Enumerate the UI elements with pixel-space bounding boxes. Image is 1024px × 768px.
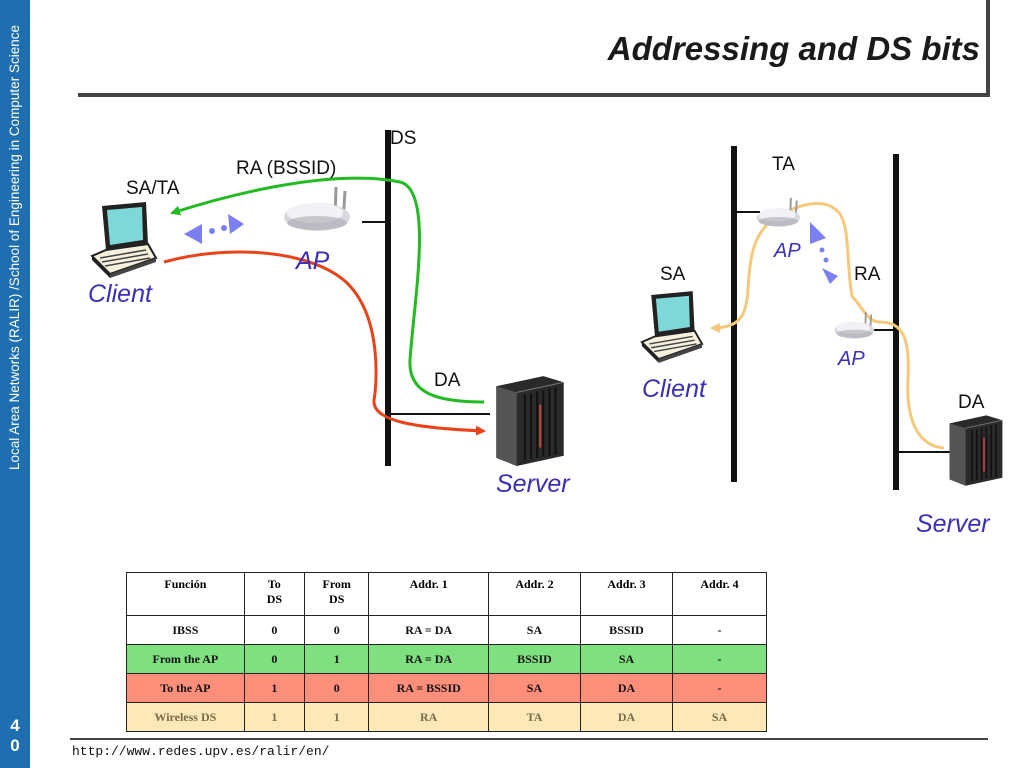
laptop-icon: [91, 201, 157, 279]
table-cell: 1: [303, 702, 370, 732]
table-cell: DA: [579, 673, 674, 703]
table-cell: 0: [303, 615, 370, 645]
table-header-cell: Función: [126, 572, 245, 616]
access-point-icon: [756, 196, 802, 228]
table-cell: 0: [243, 644, 306, 674]
table-header-cell: Addr. 2: [487, 572, 581, 616]
server-icon: [948, 414, 1004, 486]
wireless-link-icon: [184, 214, 244, 244]
table-header-cell: Addr. 1: [368, 572, 489, 616]
table-cell: -: [672, 673, 767, 703]
table-cell: RA = DA: [368, 644, 489, 674]
footer-rule: [70, 738, 988, 740]
red-frame-path: [163, 250, 486, 436]
laptop-icon: [640, 290, 704, 364]
table-cell: SA: [487, 615, 581, 645]
table-row: Wireless DS 1 1 RA TA DA SA: [126, 702, 767, 732]
table-row: To the AP 1 0 RA = BSSID SA DA -: [126, 673, 767, 703]
table-cell: RA: [368, 702, 489, 732]
table-cell: To the AP: [126, 673, 245, 703]
table-cell: From the AP: [126, 644, 245, 674]
page-number-line-2: 0: [10, 736, 20, 755]
ra-bssid-label: RA (BSSID): [236, 158, 337, 179]
table-cell: TA: [487, 702, 581, 732]
client-label: Client: [88, 280, 152, 308]
table-cell: 1: [243, 702, 306, 732]
page-number: 4 0: [0, 716, 30, 756]
da-label: DA: [958, 392, 985, 413]
slide-title: Addressing and DS bits: [607, 30, 980, 67]
server-label: Server: [916, 510, 990, 538]
table-cell: IBSS: [126, 615, 245, 645]
table-cell: -: [672, 615, 767, 645]
table-cell: -: [672, 644, 767, 674]
server-icon: [495, 375, 565, 466]
ap-label: AP: [296, 247, 330, 275]
tan-frame-path: [710, 201, 945, 450]
title-frame-bottom-rule: [78, 93, 990, 97]
sidebar: Local Area Networks (RALIR) /School of E…: [0, 0, 30, 768]
ap-top-label: AP: [774, 240, 801, 262]
table-cell: 0: [243, 615, 306, 645]
table-cell: 0: [303, 673, 370, 703]
table-header-cell: Addr. 3: [579, 572, 674, 616]
title-frame-right: [986, 0, 990, 96]
table-cell: RA = BSSID: [368, 673, 489, 703]
page-number-line-1: 4: [10, 716, 20, 735]
sa-ta-label: SA/TA: [126, 178, 180, 199]
table-cell: SA: [487, 673, 581, 703]
green-frame-path: [170, 176, 485, 404]
client-label: Client: [642, 375, 706, 403]
ap-bottom-label: AP: [838, 348, 865, 370]
footer-url[interactable]: http://www.redes.upv.es/ralir/en/: [72, 744, 330, 759]
table-row: From the AP 0 1 RA = DA BSSID SA -: [126, 644, 767, 674]
table-cell: RA = DA: [368, 615, 489, 645]
table-cell: 1: [303, 644, 370, 674]
table-cell: SA: [672, 702, 767, 732]
da-label: DA: [434, 370, 461, 391]
table-cell: BSSID: [579, 615, 674, 645]
table-cell: BSSID: [487, 644, 581, 674]
access-point-icon: [283, 185, 352, 233]
ds-label: DS: [390, 128, 417, 149]
table-row: IBSS 0 0 RA = DA SA BSSID -: [126, 615, 767, 645]
ra-label: RA: [854, 264, 881, 285]
table-header-cell: Addr. 4: [672, 572, 767, 616]
wireless-link-icon: [810, 222, 838, 284]
server-label: Server: [496, 470, 570, 498]
table-cell: DA: [579, 702, 674, 732]
table-cell: Wireless DS: [126, 702, 245, 732]
sa-label: SA: [660, 264, 686, 285]
table-cell: SA: [579, 644, 674, 674]
ta-label: TA: [772, 154, 795, 175]
table-cell: 1: [243, 673, 306, 703]
